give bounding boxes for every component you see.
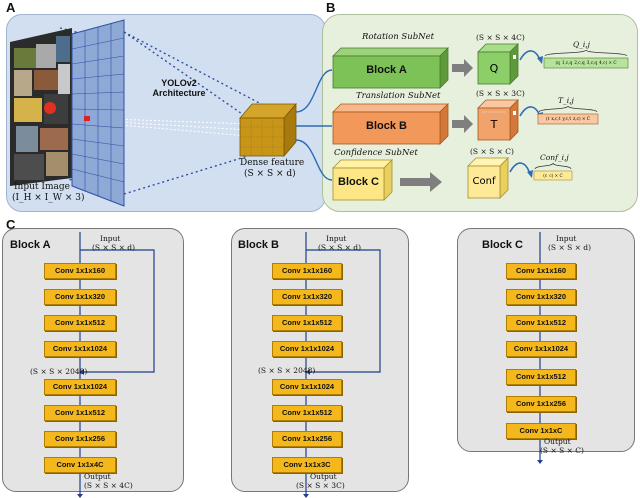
- block-c-label: Block C: [338, 176, 379, 188]
- block-a-output-label: Output: [84, 472, 111, 481]
- block-b-conv-1: Conv 1x1x160: [272, 263, 342, 279]
- block-c-conv-6: Conv 1x1x256: [506, 396, 576, 412]
- block-a-conv-3: Conv 1x1x512: [44, 315, 116, 331]
- block-b-conv-7: Conv 1x1x256: [272, 431, 342, 447]
- panel-label-a: A: [6, 0, 16, 15]
- q-vector-bar: [543, 57, 629, 69]
- arrow-a: [452, 59, 473, 77]
- block-b-cube: [332, 103, 449, 145]
- conf-cube: [467, 157, 509, 199]
- block-a-output-dims: (S × S × 4C): [84, 481, 133, 490]
- panel-label-b: B: [326, 0, 336, 15]
- t-dims: (S × S × 3C): [476, 89, 525, 98]
- panel-label-c: C: [6, 217, 16, 232]
- block-b-label: Block B: [366, 120, 407, 132]
- block-a-cube: [332, 47, 449, 89]
- block-b-output-label: Output: [310, 472, 337, 481]
- arrow-c: [400, 172, 442, 192]
- block-a-mid-dims: (S × S × 2048): [30, 367, 88, 376]
- block-a-conv-8: Conv 1x1x4C: [44, 457, 116, 473]
- block-c-output-label: Output: [544, 437, 571, 446]
- block-c-conv-5: Conv 1x1x512: [506, 369, 576, 385]
- block-b-conv-5: Conv 1x1x1024: [272, 379, 342, 395]
- dense-feature-dims: (S × S × d): [244, 169, 296, 179]
- input-image-dims: (I_H × I_W × 3): [12, 193, 85, 203]
- t-vector-text: (t_x,c,t_y,c,t_z,c) × C: [545, 116, 591, 121]
- block-b-conv-3: Conv 1x1x512: [272, 315, 342, 331]
- dense-feature-label: Dense feature: [240, 158, 305, 168]
- block-c-input-label: Input: [556, 234, 577, 243]
- block-a-conv-2: Conv 1x1x320: [44, 289, 116, 305]
- q-out-label: Q_i,j: [573, 40, 591, 49]
- block-c-detail-title: Block C: [482, 239, 523, 251]
- architecture-label-line1: YOLOv2: [161, 78, 197, 88]
- block-a-detail-title: Block A: [10, 239, 51, 251]
- block-b-conv-8: Conv 1x1x3C: [272, 457, 342, 473]
- block-b-conv-2: Conv 1x1x320: [272, 289, 342, 305]
- translation-subnet-label: Translation SubNet: [356, 91, 441, 101]
- block-b-conv-6: Conv 1x1x512: [272, 405, 342, 421]
- block-c-conv-2: Conv 1x1x320: [506, 289, 576, 305]
- yolo-grid: [71, 19, 125, 207]
- t-label: T: [490, 118, 498, 131]
- arrow-b: [452, 115, 473, 133]
- block-a-conv-6: Conv 1x1x512: [44, 405, 116, 421]
- block-a-input-dims: (S × S × d): [92, 243, 136, 252]
- block-c-conv-7: Conv 1x1xC: [506, 423, 576, 439]
- block-c-conv-3: Conv 1x1x512: [506, 315, 576, 331]
- conf-out-label: Conf_i,j: [540, 153, 569, 162]
- dense-feature-cube: [239, 102, 297, 158]
- conf-vector-bar: [533, 170, 573, 181]
- block-c-conv-1: Conv 1x1x160: [506, 263, 576, 279]
- block-c-cube: [332, 159, 393, 201]
- q-dims: (S × S × 4C): [476, 33, 525, 42]
- block-a-label: Block A: [366, 64, 407, 76]
- t-cube: [477, 99, 519, 141]
- block-b-mid-dims: (S × S × 2048): [258, 366, 316, 375]
- architecture-label-line2: Architecture: [152, 88, 206, 98]
- conf-label: Conf: [472, 176, 496, 187]
- input-image-label: Input Image: [14, 182, 70, 192]
- block-b-conv-4: Conv 1x1x1024: [272, 341, 342, 357]
- t-vector-bar: [537, 113, 599, 125]
- confidence-subnet-label: Confidence SubNet: [334, 148, 418, 158]
- block-b-input-label: Input: [326, 234, 347, 243]
- block-b-input-dims: (S × S × d): [318, 243, 362, 252]
- block-b-detail-title: Block B: [238, 239, 279, 251]
- q-label: Q: [489, 62, 499, 75]
- block-a-input-label: Input: [100, 234, 121, 243]
- conf-vector-text: (c_c) × C: [543, 173, 563, 178]
- q-cube: [477, 43, 519, 85]
- block-a-conv-4: Conv 1x1x1024: [44, 341, 116, 357]
- block-b-output-dims: (S × S × 3C): [296, 481, 345, 490]
- block-c-conv-4: Conv 1x1x1024: [506, 341, 576, 357]
- q-vector-text: (q_1,c,q_2,c,q_3,c,q_4,c) × C: [555, 60, 617, 65]
- input-image: [10, 28, 72, 186]
- conf-dims: (S × S × C): [470, 147, 514, 156]
- t-out-label: T_i,j: [558, 96, 574, 105]
- block-a-conv-5: Conv 1x1x1024: [44, 379, 116, 395]
- rotation-subnet-label: Rotation SubNet: [362, 32, 435, 42]
- block-a-conv-1: Conv 1x1x160: [44, 263, 116, 279]
- block-c-input-dims: (S × S × d): [548, 243, 592, 252]
- block-c-output-dims: (S × S × C): [540, 446, 584, 455]
- block-a-conv-7: Conv 1x1x256: [44, 431, 116, 447]
